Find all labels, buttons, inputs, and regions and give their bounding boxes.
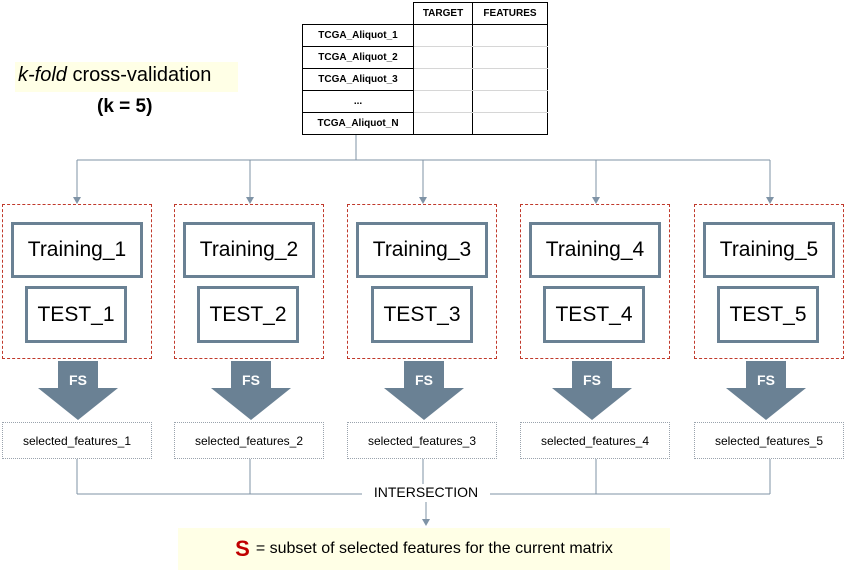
matrix-row-label: TCGA_Aliquot_N: [302, 112, 414, 135]
test-box-1: TEST_1: [25, 286, 127, 343]
selected-features-box-2: selected_features_2: [174, 422, 324, 459]
data-matrix: TARGET FEATURES TCGA_Aliquot_1 TCGA_Aliq…: [302, 2, 548, 135]
result-description: = subset of selected features for the cu…: [255, 540, 613, 557]
title-highlight: [15, 62, 238, 92]
matrix-row: TCGA_Aliquot_1: [302, 24, 548, 47]
training-box-3: Training_3: [356, 222, 488, 278]
diagram-title: k-fold cross-validation: [18, 64, 211, 87]
fs-arrows: [38, 361, 806, 420]
fs-label-1: FS: [69, 372, 87, 388]
fs-arrow-2: [211, 361, 291, 420]
fold-container-5: [694, 204, 844, 359]
matrix-row-label: TCGA_Aliquot_2: [302, 46, 414, 69]
matrix-row-label: TCGA_Aliquot_3: [302, 68, 414, 91]
title-rest: cross-validation: [66, 64, 212, 86]
fs-arrow-5: [726, 361, 806, 420]
fs-arrow-4: [552, 361, 632, 420]
training-box-4: Training_4: [529, 222, 661, 278]
fs-label-3: FS: [415, 372, 433, 388]
matrix-row: ...: [302, 90, 548, 113]
training-box-1: Training_1: [11, 222, 143, 278]
fold-container-2: [174, 204, 324, 359]
selected-features-box-4: selected_features_4: [520, 422, 670, 459]
fold-container-4: [520, 204, 670, 359]
test-box-3: TEST_3: [371, 286, 473, 343]
matrix-row: TCGA_Aliquot_N: [302, 112, 548, 135]
matrix-col-target: TARGET: [413, 2, 473, 25]
matrix-row: TCGA_Aliquot_2: [302, 46, 548, 69]
fs-arrow-1: [38, 361, 118, 420]
matrix-col-features: FEATURES: [472, 2, 548, 25]
training-box-5: Training_5: [703, 222, 835, 278]
result-symbol: S: [235, 536, 250, 561]
result-highlight: [178, 528, 670, 570]
matrix-row-label: ...: [302, 90, 414, 113]
fold-container-3: [347, 204, 497, 359]
fold-container-1: [2, 204, 152, 359]
k-value-label: (k = 5): [97, 96, 153, 117]
fs-arrow-3: [384, 361, 464, 420]
training-box-2: Training_2: [183, 222, 315, 278]
fs-label-2: FS: [242, 372, 260, 388]
fs-label-4: FS: [583, 372, 601, 388]
test-box-5: TEST_5: [717, 286, 819, 343]
title-kfold: k-fold: [18, 64, 67, 86]
intersection-label: INTERSECTION: [362, 484, 490, 500]
test-box-2: TEST_2: [197, 286, 299, 343]
matrix-row-label: TCGA_Aliquot_1: [302, 24, 414, 47]
matrix-row: TCGA_Aliquot_3: [302, 68, 548, 91]
matrix-header-row: TARGET FEATURES: [303, 2, 548, 25]
selected-features-box-1: selected_features_1: [2, 422, 152, 459]
selected-features-box-3: selected_features_3: [347, 422, 497, 459]
test-box-4: TEST_4: [543, 286, 645, 343]
selected-features-box-5: selected_features_5: [694, 422, 844, 459]
result-statement: S = subset of selected features for the …: [178, 528, 670, 570]
fs-label-5: FS: [757, 372, 775, 388]
